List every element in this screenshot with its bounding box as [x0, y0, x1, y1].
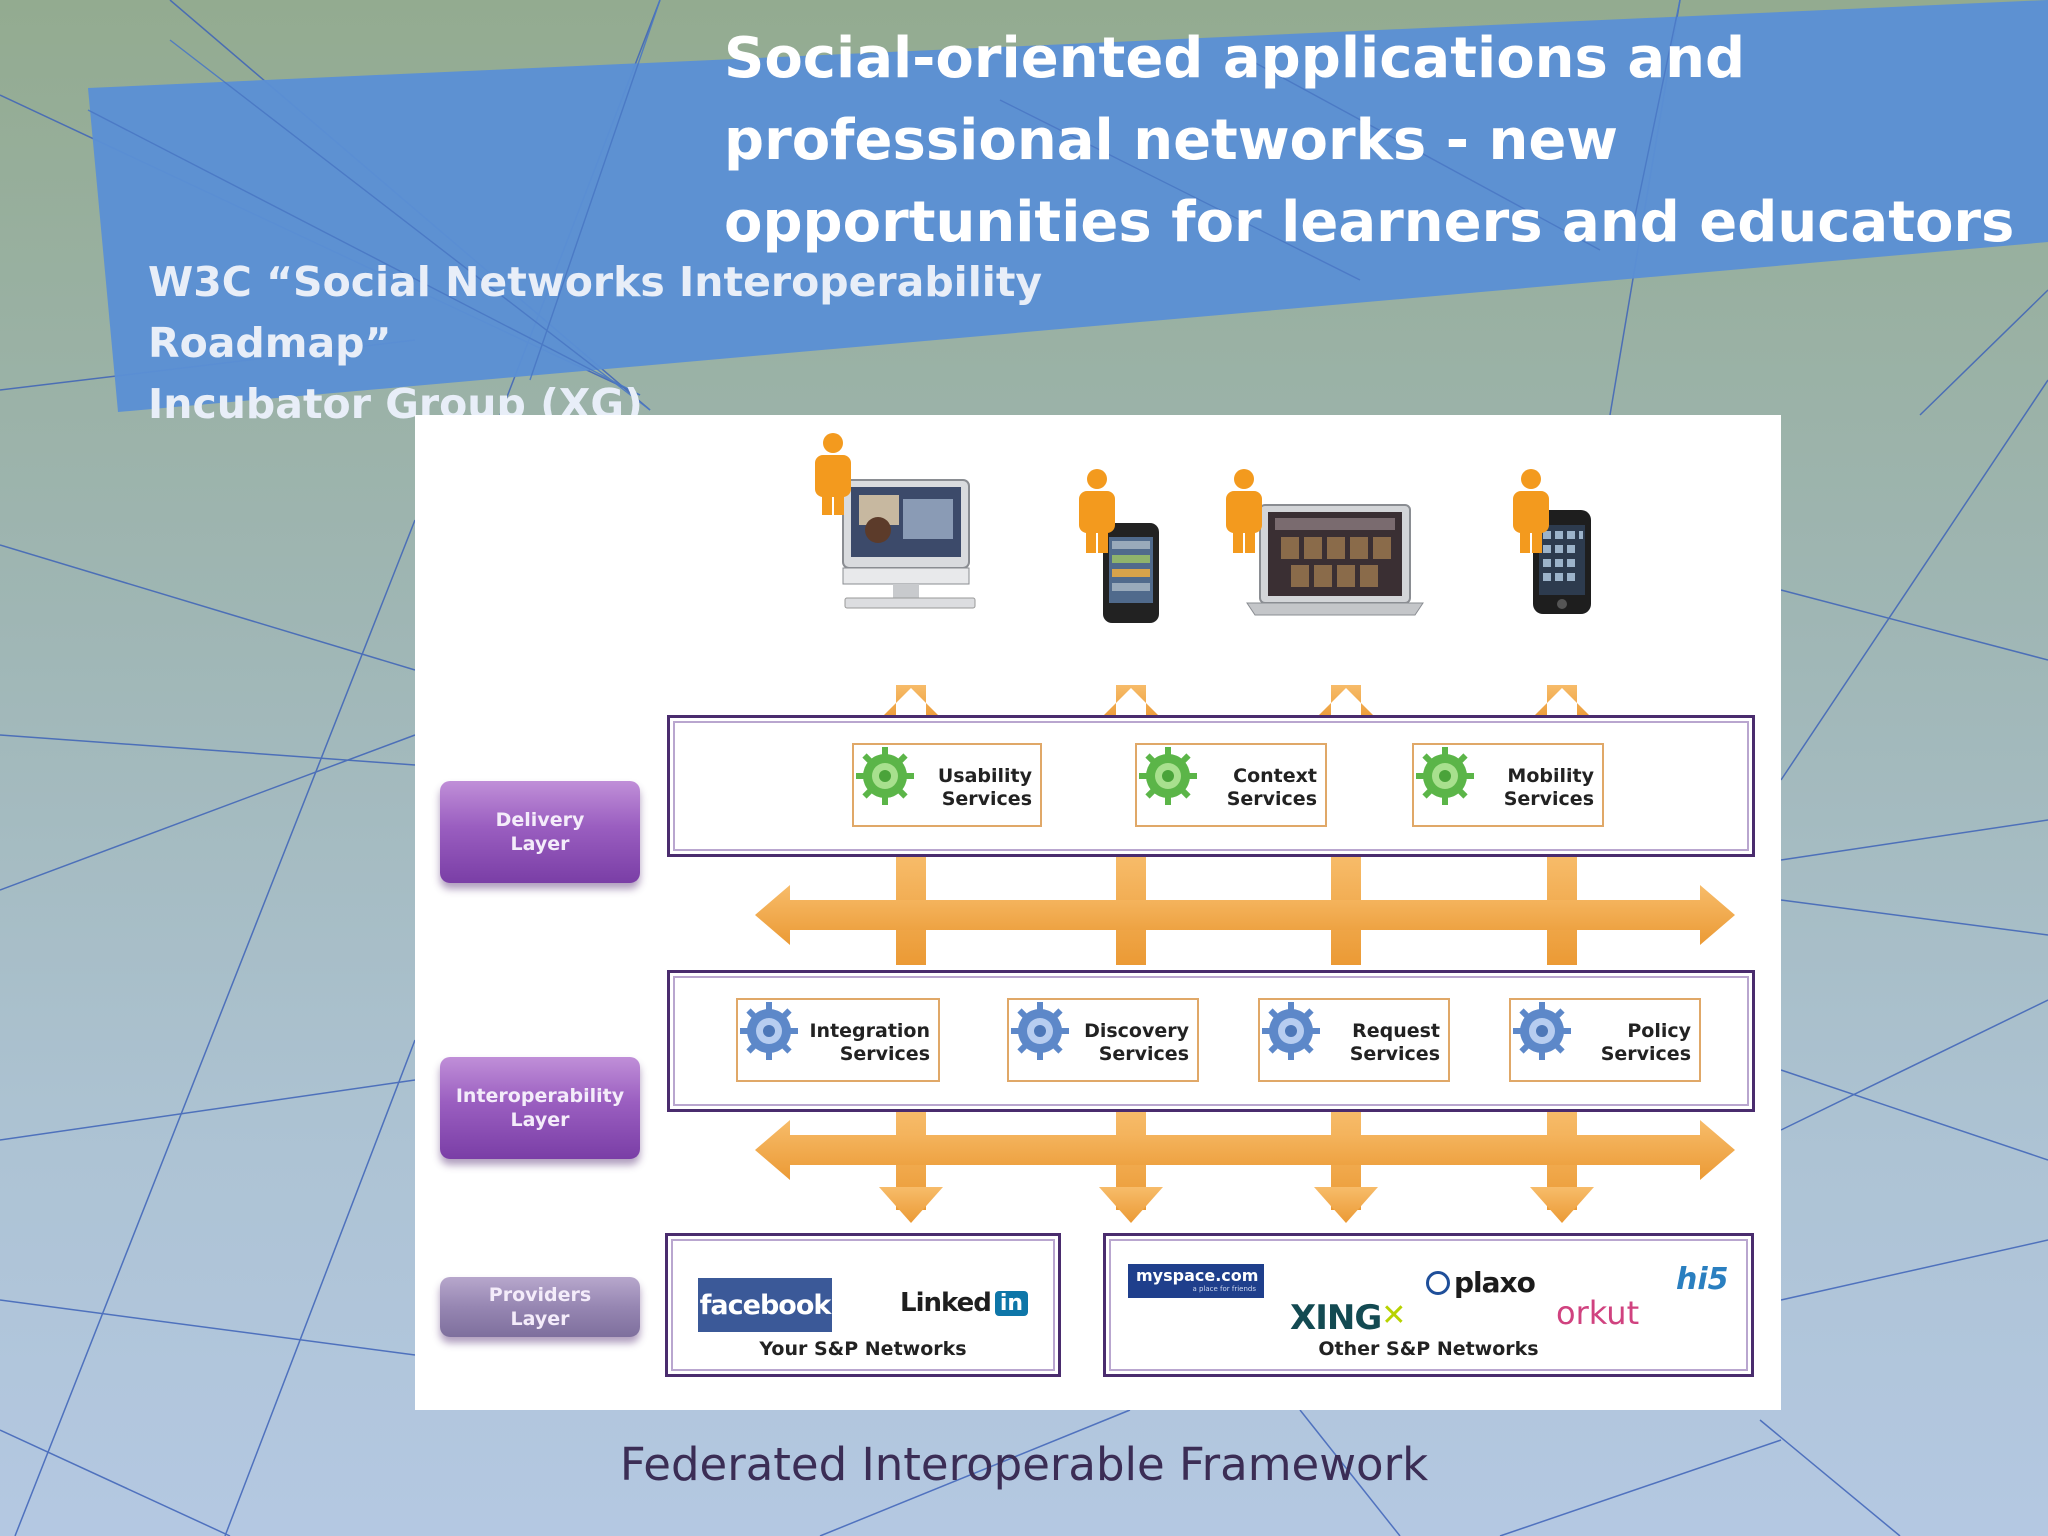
- laptop-icon: [1246, 504, 1424, 616]
- delivery-layer-line-2: Layer: [510, 833, 570, 855]
- horizontal-arrow-top: [755, 885, 1735, 945]
- horizontal-arrow-bottom: [755, 1120, 1735, 1180]
- hi5-logo: hi5: [1676, 1262, 1729, 1297]
- person-icon-3: [1226, 469, 1262, 553]
- title-band: [87, 0, 2048, 412]
- other-networks-panel: myspace.com a place for friends XING✕ pl…: [1103, 1233, 1754, 1377]
- phone-icon: [1103, 523, 1159, 623]
- desktop-icon: [842, 479, 976, 609]
- up-arrow-1: [879, 685, 943, 720]
- gear-icon: [740, 1002, 798, 1060]
- providers-layer-line-1: Providers: [488, 1284, 592, 1306]
- gear-icon: [1011, 1002, 1069, 1060]
- orkut-logo: orkut: [1556, 1294, 1640, 1332]
- your-networks-panel: facebook Linked in Your S&P Networks: [665, 1233, 1061, 1377]
- down-arrow-4: [1530, 1187, 1594, 1223]
- gear-icon: [1262, 1002, 1320, 1060]
- person-icon-2: [1079, 469, 1115, 553]
- providers-layer-line-2: Layer: [510, 1308, 570, 1330]
- your-networks-caption: Your S&P Networks: [759, 1338, 967, 1360]
- delivery-layer-line-1: Delivery: [495, 809, 585, 831]
- title-band-shape: [88, 0, 2048, 412]
- interop-layer-line-1: Interoperability: [455, 1085, 625, 1107]
- diagram-caption: Federated Interoperable Framework: [619, 1438, 1429, 1491]
- gear-icon: [1416, 747, 1474, 805]
- person-icon-1: [815, 433, 851, 515]
- slide-title: Social-oriented applications and profess…: [724, 26, 2015, 255]
- gear-icon: [1139, 747, 1197, 805]
- myspace-logo: myspace.com a place for friends: [1128, 1264, 1264, 1298]
- xing-logo: XING✕: [1290, 1298, 1406, 1338]
- facebook-logo: facebook: [698, 1278, 832, 1332]
- plaxo-logo: plaxo: [1426, 1266, 1536, 1299]
- up-arrow-2: [1099, 685, 1163, 720]
- gear-icon: [1513, 1002, 1571, 1060]
- up-arrow-3: [1314, 685, 1378, 720]
- slide-subtitle: W3C “Social Networks Interoperability Ro…: [148, 252, 1298, 435]
- interop-layer-line-2: Layer: [510, 1109, 570, 1131]
- up-arrow-4: [1530, 685, 1594, 720]
- linkedin-logo: Linked in: [900, 1288, 1029, 1318]
- gear-icon: [856, 747, 914, 805]
- down-arrow-1: [879, 1187, 943, 1223]
- other-networks-caption: Other S&P Networks: [1318, 1338, 1539, 1360]
- down-arrow-2: [1099, 1187, 1163, 1223]
- subtitle-line-1: W3C “Social Networks Interoperability Ro…: [148, 258, 1043, 367]
- arrows-layer: [755, 433, 1735, 1223]
- iphone-icon: [1533, 510, 1591, 614]
- person-icon-4: [1513, 469, 1549, 553]
- down-arrow-3: [1314, 1187, 1378, 1223]
